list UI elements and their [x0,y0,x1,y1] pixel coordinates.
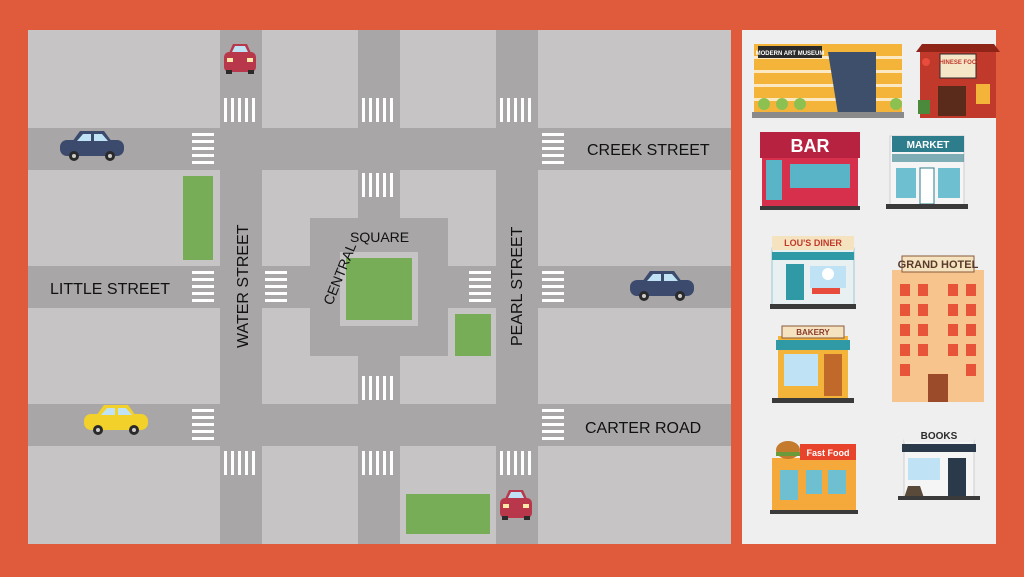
street-label-little: LITTLE STREET [50,281,170,298]
museum-icon[interactable]: MODERN ART MUSEUM [752,44,904,118]
city-block [262,30,358,128]
building-legend-panel: MODERN ART MUSEUM CHINESE FOOD BAR [742,30,1000,544]
city-block [262,446,358,544]
market-icon[interactable]: MARKET [886,135,968,209]
street-label-water: WATER STREET [235,224,252,348]
city-block [538,170,731,266]
bakery-icon[interactable]: BAKERY [772,325,854,403]
bar-sign: BAR [791,136,830,156]
park [183,176,213,260]
city-block [400,30,496,128]
market-sign: MARKET [907,140,950,151]
bar-icon[interactable]: BAR [760,132,860,210]
museum-sign: MODERN ART MUSEUM [756,51,825,57]
square-label-square: SQUARE [350,229,409,245]
books-sign: BOOKS [921,431,958,442]
park [455,314,491,356]
chinese-restaurant-icon[interactable]: CHINESE FOOD [916,44,1000,118]
city-map: CREEK STREET LITTLE STREET CARTER ROAD W… [28,30,731,544]
city-block [28,308,220,404]
street-label-creek: CREEK STREET [587,142,710,159]
hotel-sign: GRAND HOTEL [898,259,979,271]
hotel-icon[interactable]: GRAND HOTEL [892,255,984,402]
city-block [538,30,731,128]
fast-food-icon[interactable]: Fast Food [770,441,858,514]
city-block [538,308,731,404]
city-block [28,30,220,128]
street-label-carter: CARTER ROAD [585,420,701,437]
park [406,494,490,534]
street-label-pearl: PEARL STREET [509,226,526,346]
diner-sign: LOU'S DINER [784,238,842,248]
fast-food-sign: Fast Food [807,448,850,458]
bookstore-icon[interactable]: BOOKS [898,428,980,500]
bakery-sign: BAKERY [796,328,830,337]
chinese-food-sign: CHINESE FOOD [935,60,981,66]
city-block [538,446,731,544]
city-block [28,446,220,544]
central-square-park [346,258,412,320]
diner-icon[interactable]: LOU'S DINER [770,236,856,309]
